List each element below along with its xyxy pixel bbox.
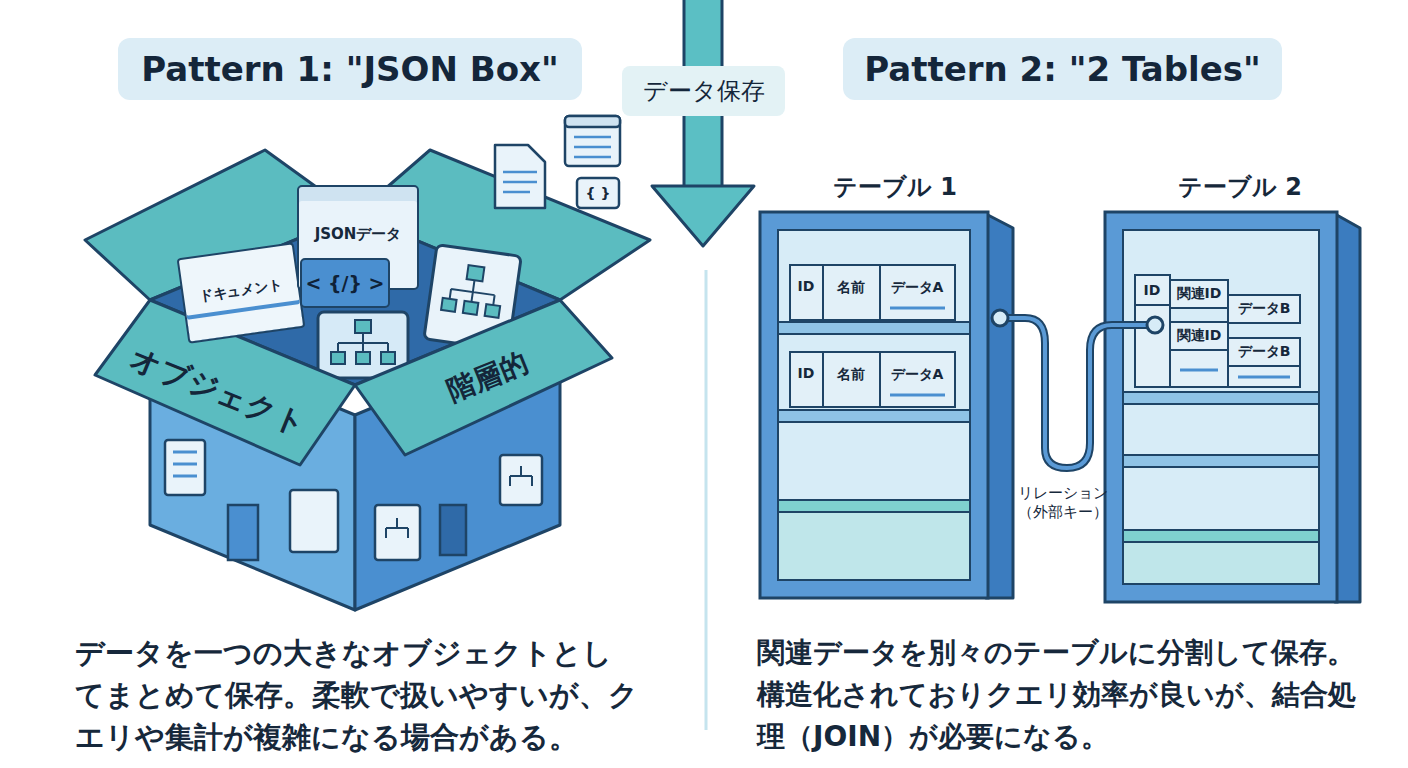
icon-line	[173, 452, 197, 476]
table-shelf: テーブル 1	[760, 165, 1000, 605]
table-cell-text: データB	[1238, 300, 1291, 318]
cell-line	[1238, 376, 1290, 379]
tree-node	[355, 320, 371, 333]
shelf-board	[778, 500, 970, 512]
doc-icon	[495, 145, 545, 208]
table-cell	[1228, 366, 1300, 387]
arrow-head	[652, 186, 754, 246]
table-cell	[823, 265, 880, 320]
table-cell	[1170, 322, 1228, 350]
pattern-title-pill: Pattern 1: "JSON Box"	[118, 38, 582, 100]
cell-line	[1180, 369, 1218, 372]
cable-outline	[1000, 318, 1155, 468]
face-icon	[290, 490, 338, 552]
tree-node	[463, 301, 479, 315]
step-pill: データ保存	[622, 66, 785, 116]
shelf-board	[778, 410, 970, 422]
table-cell	[790, 352, 823, 407]
tree-node	[381, 352, 395, 364]
table-cell	[880, 352, 955, 407]
description-text: データを一つの大きなオブジェクトとしてまとめて保存。柔軟で扱いやすいが、クエリや…	[75, 632, 640, 758]
cable-core	[1000, 318, 1155, 468]
table-cell-text: データA	[891, 366, 944, 384]
table-cell	[790, 265, 823, 320]
cable-plug	[1147, 317, 1163, 333]
shelf-bottom	[1123, 542, 1319, 584]
table-cell-text: ID	[1144, 282, 1161, 298]
table-cell-text: データB	[1238, 343, 1291, 361]
table-cell	[1228, 338, 1300, 366]
tree-line	[338, 333, 388, 352]
face-door	[228, 505, 258, 560]
window-bar	[565, 116, 620, 127]
brace-symbol: { }	[586, 185, 611, 201]
node-text: テーブル 1	[833, 171, 957, 203]
table-cell	[1170, 280, 1228, 308]
tree-node	[331, 352, 345, 364]
cell-line	[890, 307, 945, 310]
table-cell	[1228, 295, 1300, 323]
table-cell-text: データA	[891, 279, 944, 297]
cell-line	[890, 394, 945, 397]
shelf-back	[1123, 230, 1319, 584]
table-cell	[1135, 275, 1170, 305]
table-cell	[1135, 305, 1170, 387]
face-door	[440, 505, 466, 555]
face-icon	[375, 505, 420, 560]
shelf-board	[778, 322, 970, 334]
icon-line	[503, 172, 537, 192]
table-cell	[1170, 350, 1228, 387]
node-text: テーブル 2	[1178, 171, 1302, 203]
tree-line	[386, 518, 408, 538]
node-text: ドキュメント	[183, 274, 298, 308]
shelf-frame	[760, 212, 988, 598]
tree-node	[441, 298, 457, 312]
shelf-board	[1123, 455, 1319, 467]
cable-plug	[992, 310, 1008, 326]
code-card: < {/} >	[300, 258, 390, 308]
shelf-bottom	[778, 512, 970, 580]
node-text: Pattern 2: "2 Tables"	[864, 49, 1260, 89]
face-icon	[165, 440, 205, 495]
brace-icon	[577, 178, 619, 208]
table-shelf: テーブル 2	[1155, 165, 1360, 605]
node-text: < {/} >	[305, 272, 384, 294]
table-cell-text: ID	[798, 278, 815, 294]
shelf-side	[986, 214, 1013, 598]
node-text: Pattern 1: "JSON Box"	[141, 49, 558, 89]
box-flap	[355, 300, 612, 455]
edge-label: リレーション （外部キー）	[1012, 484, 1114, 522]
table-cell	[823, 352, 880, 407]
tree-line	[510, 466, 532, 486]
table-cell-text: 名前	[837, 279, 865, 297]
divider-line	[705, 270, 708, 730]
tree-node	[467, 265, 485, 281]
icon-line	[574, 137, 611, 157]
node-text: データ保存	[643, 75, 765, 107]
window-icon	[565, 116, 620, 166]
table-cell-text: 名前	[837, 366, 865, 384]
node-text: JSONデータ	[299, 225, 417, 244]
shelf-frame	[1105, 212, 1337, 602]
relation-cable	[992, 310, 1163, 468]
description-text: 関連データを別々のテーブルに分割して保存。構造化されておりクエリ効率が良いが、結…	[757, 632, 1367, 758]
table-cell-text: 関連ID	[1177, 285, 1222, 303]
shelf-back	[778, 230, 970, 580]
tree-node	[356, 352, 370, 364]
table-cell-text: 関連ID	[1177, 327, 1222, 345]
shelf-board	[1123, 530, 1319, 542]
shelf-side	[1335, 214, 1360, 602]
table-cell	[880, 265, 955, 320]
face-icon	[500, 455, 542, 505]
tree-node	[485, 304, 501, 318]
pattern-title-pill: Pattern 2: "2 Tables"	[843, 38, 1282, 100]
table-cell-text: ID	[798, 365, 815, 381]
document-paper: ドキュメント	[177, 242, 306, 344]
shelf-board	[1123, 392, 1319, 404]
